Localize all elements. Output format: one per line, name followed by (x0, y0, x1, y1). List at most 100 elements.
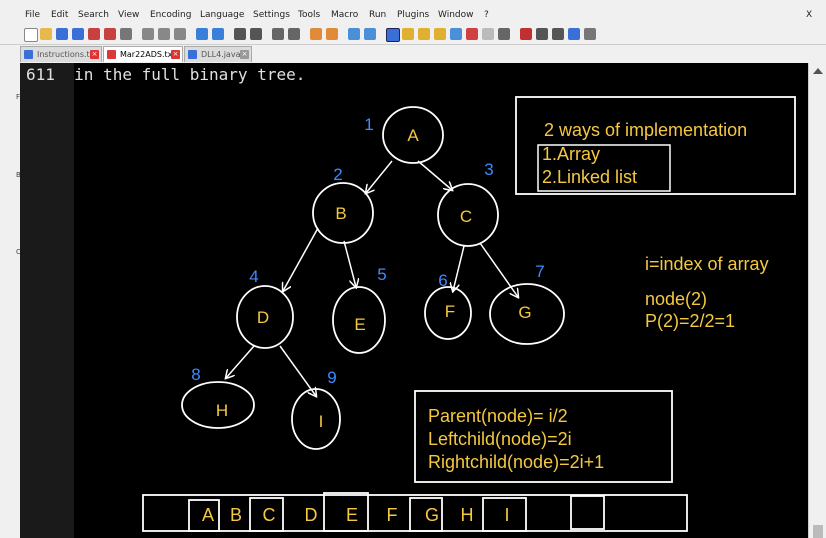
edge-c-f (453, 245, 465, 291)
tab-mar22ads[interactable]: Mar22ADS.txt × (103, 46, 183, 62)
array-value: I (504, 505, 509, 525)
close-tab-icon[interactable]: × (90, 50, 99, 59)
node-label-e: E (354, 315, 365, 334)
node-index-6: 6 (438, 271, 447, 290)
eye-icon[interactable] (482, 28, 494, 40)
implementation-list-box (537, 144, 671, 192)
array-value: C (263, 505, 276, 525)
monitor-icon[interactable] (466, 28, 478, 40)
menu-language[interactable]: Language (200, 10, 245, 20)
array-cell-3 (249, 497, 284, 532)
edge-a-c (417, 160, 452, 190)
new-file-icon[interactable] (24, 28, 38, 42)
zoom-out-icon[interactable] (288, 28, 300, 40)
close-file-icon[interactable] (88, 28, 100, 40)
array-value: F (387, 505, 398, 525)
menu-macro[interactable]: Macro (331, 10, 359, 20)
drawing-canvas: A B C D E F G H I 1 2 3 4 5 6 7 8 9 2 wa… (142, 96, 796, 532)
tree-node-b (312, 182, 374, 244)
close-all-icon[interactable] (104, 28, 116, 40)
edge-d-h (226, 345, 255, 378)
menu-edit[interactable]: Edit (51, 10, 69, 20)
menu-file[interactable]: File (25, 10, 41, 20)
paste-icon[interactable] (174, 28, 186, 40)
scroll-up-icon[interactable] (813, 68, 823, 74)
redo-icon[interactable] (212, 28, 224, 40)
tree-node-f (424, 286, 472, 340)
edge-c-g (479, 242, 518, 297)
sync-vertical-icon[interactable] (310, 28, 322, 40)
menu-view[interactable]: View (118, 10, 140, 20)
save-all-icon[interactable] (72, 28, 84, 40)
editor-area[interactable]: 611 in the full binary tree. (20, 63, 808, 538)
edge-b-d (283, 227, 319, 291)
replace-icon[interactable] (250, 28, 262, 40)
cut-icon[interactable] (142, 28, 154, 40)
sync-horizontal-icon[interactable] (326, 28, 338, 40)
node-label-d: D (257, 308, 269, 327)
edge-d-i (279, 345, 316, 396)
folder-workspace-icon[interactable] (450, 28, 462, 40)
menu-settings[interactable]: Settings (253, 10, 290, 20)
menu-run[interactable]: Run (369, 10, 387, 20)
implementation-item-array: 1.Array (542, 144, 600, 164)
array-value: E (346, 505, 358, 525)
menu-tools[interactable]: Tools (298, 10, 321, 20)
tab-label: Mar22ADS.txt (120, 50, 176, 59)
edge-b-e (343, 240, 356, 287)
find-icon[interactable] (234, 28, 246, 40)
print-icon[interactable] (120, 28, 132, 40)
play-icon[interactable] (552, 28, 564, 40)
menu-encoding[interactable]: Encoding (150, 10, 192, 20)
zoom-in-icon[interactable] (272, 28, 284, 40)
word-wrap-icon[interactable] (348, 28, 360, 40)
implementation-box (515, 96, 796, 195)
node-label-h: H (216, 401, 228, 420)
show-all-chars-icon[interactable] (364, 28, 376, 40)
array-value: H (461, 505, 474, 525)
undo-icon[interactable] (196, 28, 208, 40)
close-tab-icon[interactable]: × (171, 50, 180, 59)
menu-plugins[interactable]: Plugins (397, 10, 430, 20)
node-index-2: 2 (333, 165, 342, 184)
tab-dll4[interactable]: DLL4.java × (184, 46, 252, 62)
record-macro-icon[interactable] (498, 28, 510, 40)
close-tab-icon[interactable]: × (240, 50, 249, 59)
menu-window[interactable]: Window (438, 10, 474, 20)
window-close-button[interactable]: X (806, 10, 813, 20)
save-icon[interactable] (56, 28, 68, 40)
formula-leftchild: Leftchild(node)=2i (428, 429, 572, 449)
file-icon (188, 50, 197, 59)
implementation-title: 2 ways of implementation (544, 120, 747, 140)
array (142, 492, 688, 532)
function-list-icon[interactable] (434, 28, 446, 40)
indent-guide-icon[interactable] (386, 28, 400, 42)
node-index-5: 5 (377, 265, 386, 284)
stop-icon[interactable] (536, 28, 548, 40)
formula-rightchild: Rightchild(node)=2i+1 (428, 452, 604, 472)
menu-help[interactable]: ? (484, 10, 489, 20)
code-line: 611 in the full binary tree. (26, 65, 306, 84)
file-icon (107, 50, 116, 59)
lang-icon[interactable] (402, 28, 414, 40)
node-index-7: 7 (535, 262, 544, 281)
tree-node-h (181, 381, 255, 429)
menu-search[interactable]: Search (78, 10, 109, 20)
array-value: G (425, 505, 439, 525)
gutter-letter: F (16, 93, 21, 101)
play-multiple-icon[interactable] (568, 28, 580, 40)
tab-instructions[interactable]: Instructions.txt × (20, 46, 102, 62)
tab-label: Instructions.txt (37, 50, 98, 59)
copy-icon[interactable] (158, 28, 170, 40)
save-macro-icon[interactable] (584, 28, 596, 40)
implementation-item-linked-list: 2.Linked list (542, 167, 637, 187)
scroll-thumb[interactable] (813, 525, 823, 538)
node-index-4: 4 (249, 267, 258, 286)
doc-map-icon[interactable] (418, 28, 430, 40)
node-label-a: A (407, 126, 419, 145)
gutter-letter: B (16, 171, 21, 179)
open-file-icon[interactable] (40, 28, 52, 40)
menu-bar: File Edit Search View Encoding Language … (0, 8, 826, 24)
vertical-scrollbar[interactable] (808, 63, 826, 538)
record-icon[interactable] (520, 28, 532, 40)
